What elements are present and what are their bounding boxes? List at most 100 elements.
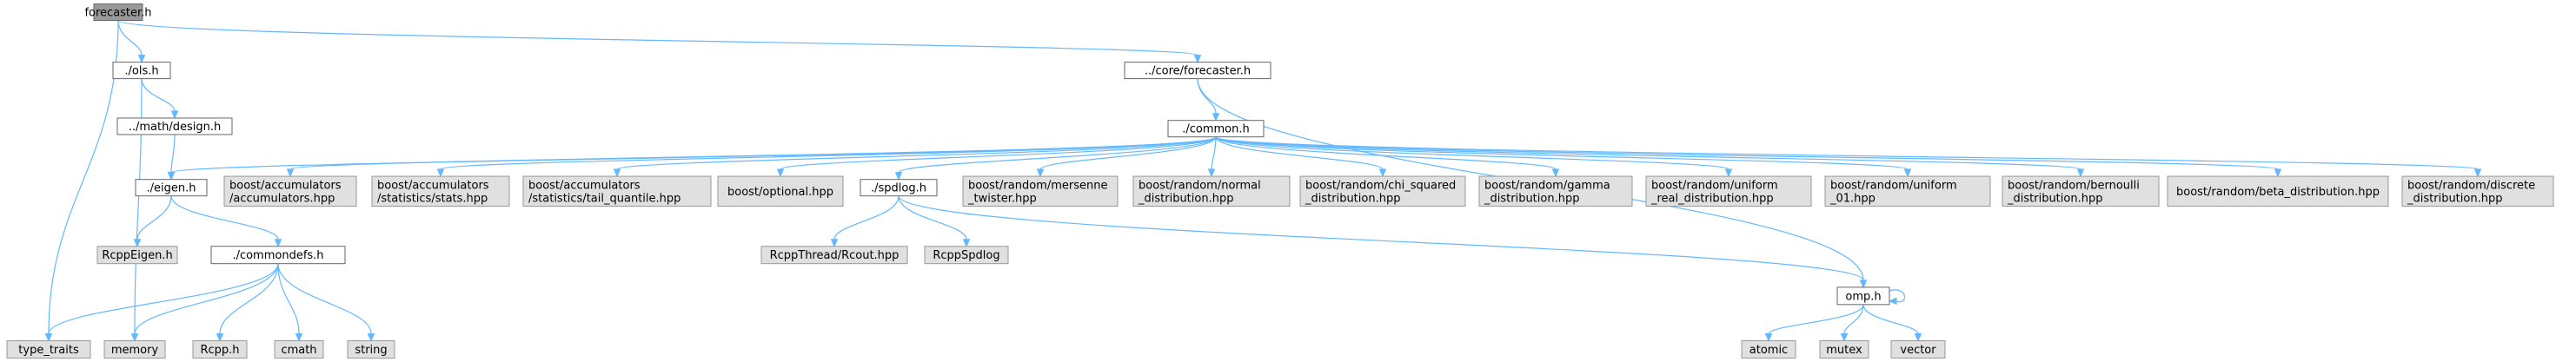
node-omp-h[interactable]: omp.h [1836, 286, 1890, 306]
edge-spdlog-h-to-omp-h [898, 195, 1868, 289]
edge-core-forecaster-h-to-common-h [1197, 78, 1220, 122]
edge-common-h-to-acc-tail [613, 136, 1217, 178]
edge-common-h-to-rand-discrete [1215, 136, 2482, 178]
node-math-design-h[interactable]: ../math/design.h [116, 117, 233, 135]
node-label: string [355, 344, 387, 357]
edge-forecaster-h-to-type-traits [44, 20, 119, 342]
edge-common-h-to-acc-acc [286, 136, 1217, 178]
node-eigen-h[interactable]: ./eigen.h [135, 179, 208, 197]
node-atomic: atomic [1741, 340, 1796, 359]
edge-common-h-to-rand-uniform01 [1215, 136, 1912, 178]
node-label: boost/optional.hpp [727, 186, 833, 199]
node-label: boost/random/discrete [2407, 179, 2535, 192]
node-box [1478, 175, 1633, 207]
edge-common-h-to-rand-chi [1215, 136, 1387, 178]
edge-omp-h-to-omp-h [1888, 289, 1905, 306]
node-forecaster-h[interactable]: forecaster.h [84, 3, 152, 22]
node-rand-beta: boost/random/beta_distribution.hpp [2167, 175, 2389, 207]
node-box [1299, 175, 1466, 207]
node-rcpp-thread: RcppThread/Rcout.hpp [760, 246, 908, 265]
edge-common-h-to-rand-bernoulli [1215, 136, 2085, 178]
node-label: _01.hpp [1829, 192, 1876, 205]
node-label: ./common.h [1182, 123, 1250, 136]
node-common-h[interactable]: ./common.h [1167, 120, 1265, 138]
node-label: boost/random/mersenne [968, 179, 1107, 192]
edge-eigen-h-to-commondefs-h [170, 195, 282, 247]
node-box [1741, 340, 1796, 359]
edge-commondefs-h-to-type-traits [44, 263, 279, 342]
node-label: forecaster.h [84, 7, 151, 20]
node-label: /accumulators.hpp [229, 192, 335, 205]
node-box [1124, 62, 1271, 80]
node-label: RcppSpdlog [933, 249, 999, 262]
node-box [860, 179, 938, 197]
node-box [760, 246, 908, 265]
node-label: boost/random/beta_distribution.hpp [2176, 186, 2380, 199]
node-ols-h[interactable]: ./ols.h [112, 62, 171, 80]
node-label: cmath [281, 344, 316, 357]
node-mutex: mutex [1819, 340, 1869, 359]
node-label: type_traits [18, 344, 79, 357]
edge-commondefs-h-to-rcpp-h [216, 263, 279, 342]
node-vector: vector [1890, 340, 1946, 359]
node-boost-optional: boost/optional.hpp [717, 175, 844, 207]
node-box [1645, 175, 1812, 207]
node-label: _distribution.hpp [2007, 192, 2102, 205]
node-box [2002, 175, 2160, 207]
node-label: boost/random/chi_squared [1305, 179, 1456, 192]
node-acc-stats: boost/accumulators/statistics/stats.hpp [371, 175, 510, 207]
node-label: boost/random/uniform [1830, 179, 1957, 192]
node-label: RcppEigen.h [102, 249, 172, 262]
node-rand-gamma: boost/random/gamma_distribution.hpp [1478, 175, 1633, 207]
node-label: ./eigen.h [147, 182, 196, 195]
node-box [1819, 340, 1869, 359]
node-label: Rcpp.h [200, 344, 239, 357]
node-commondefs-h[interactable]: ./commondefs.h [210, 246, 346, 265]
edge-common-h-to-boost-optional [776, 136, 1217, 178]
node-label: omp.h [1845, 290, 1881, 303]
node-box [135, 179, 208, 197]
node-box [347, 340, 395, 359]
node-core-forecaster-h[interactable]: ../core/forecaster.h [1124, 62, 1271, 80]
node-label: mutex [1826, 344, 1862, 357]
node-rcpp-eigen: RcppEigen.h [96, 246, 178, 265]
edge-omp-h-to-mutex [1840, 304, 1864, 342]
node-label: _distribution.hpp [1484, 192, 1579, 205]
edge-common-h-to-rand-mersenne [1036, 136, 1217, 178]
node-label: boost/random/uniform [1651, 179, 1778, 192]
edge-forecaster-h-to-ols-h [117, 20, 146, 63]
edge-common-h-to-acc-stats [436, 136, 1217, 178]
node-box [116, 117, 233, 135]
node-box [1824, 175, 1991, 207]
node-label: boost/random/gamma [1484, 179, 1610, 192]
edge-common-h-to-spdlog-h [894, 136, 1217, 181]
node-box [274, 340, 324, 359]
node-label: ./spdlog.h [871, 182, 926, 195]
edges [44, 19, 2482, 342]
edge-common-h-to-rand-beta [1215, 136, 2282, 178]
node-box [962, 175, 1119, 207]
node-box [1836, 286, 1890, 306]
node-box [223, 175, 357, 207]
node-label: memory [111, 344, 159, 357]
node-box [371, 175, 510, 207]
node-rand-uniform01: boost/random/uniform_01.hpp [1824, 175, 1991, 207]
node-label: ../core/forecaster.h [1145, 65, 1251, 78]
edge-common-h-to-rand-gamma [1215, 136, 1560, 178]
edge-common-h-to-rand-normal [1207, 136, 1217, 178]
nodes: forecaster.h ./ols.h ../core/forecaster.h.… [6, 3, 2554, 359]
edge-forecaster-h-to-core-forecaster-h [117, 19, 1202, 63]
edge-commondefs-h-to-memory [130, 263, 279, 342]
node-label: /statistics/stats.hpp [377, 192, 488, 205]
node-box [2167, 175, 2389, 207]
node-label: boost/accumulators [229, 179, 342, 192]
node-box [924, 246, 1009, 265]
node-box [522, 175, 712, 207]
node-box [2401, 175, 2554, 207]
edge-eigen-h-to-rcpp-eigen [133, 195, 172, 247]
edge-spdlog-h-to-rcpp-spdlog [898, 195, 971, 247]
node-rand-bernoulli: boost/random/bernoulli_distribution.hpp [2002, 175, 2160, 207]
node-spdlog-h[interactable]: ./spdlog.h [860, 179, 938, 197]
edge-common-h-to-eigen-h [167, 136, 1217, 181]
node-type-traits: type_traits [6, 340, 91, 359]
